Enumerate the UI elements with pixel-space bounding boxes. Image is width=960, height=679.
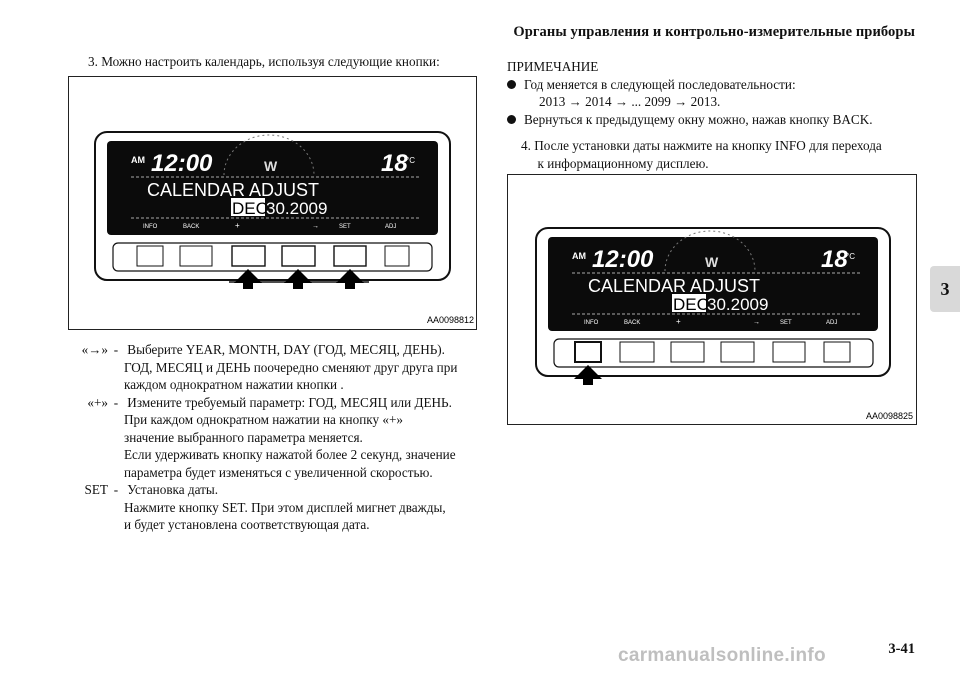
temperature-value: 18 (381, 150, 408, 177)
hw-button-2[interactable] (179, 245, 213, 267)
softkey-label-info: INFO (584, 320, 599, 326)
softkey-label-adj: ADJ (385, 224, 396, 230)
calendar-adjust-title: CALENDAR ADJUST (588, 276, 760, 296)
desc-item-arrow: «→»- Выберите YEAR, MONTH, DAY (ГОД, МЕС… (60, 341, 458, 394)
date-month: DEC (673, 295, 709, 314)
watermark: carmanualsonline.info (618, 645, 826, 666)
hw-button-1[interactable] (136, 245, 164, 267)
date-month: DEC (232, 199, 268, 218)
am-indicator: AM (572, 251, 586, 261)
step-4-line-1: 4. После установки даты нажмите на кнопк… (521, 138, 882, 153)
chapter-tab-number: 3 (940, 278, 950, 299)
hw-button-4[interactable] (720, 341, 755, 363)
date-day-year: 30.2009 (707, 295, 768, 314)
softkey-label-back: BACK (624, 320, 640, 326)
note-bullet-2: Вернуться к предыдущему окну можно, нажа… (507, 111, 882, 129)
step-3-intro: 3. Можно настроить календарь, используя … (88, 54, 440, 69)
arrow-up-icon (336, 269, 364, 289)
bullet-icon (507, 114, 516, 124)
desc-key: SET (84, 482, 108, 497)
note-bullet-1: Год меняется в следующей последовательно… (507, 76, 882, 94)
arrow-up-icon (234, 269, 262, 289)
hw-button-set[interactable] (333, 245, 367, 267)
bullet-icon (507, 79, 516, 89)
date-day-year: 30.2009 (266, 199, 327, 218)
page-header-title: Органы управления и контрольно-измерител… (513, 24, 915, 40)
hw-button-2[interactable] (619, 341, 655, 363)
desc-key: «→» (81, 342, 108, 357)
softkey-label-set: SET (780, 320, 792, 326)
hw-button-6[interactable] (384, 245, 410, 267)
month-highlight (231, 198, 265, 216)
compass-arc (223, 134, 315, 176)
softkey-label-arrow: → (312, 223, 319, 230)
page-number: 3-41 (888, 641, 915, 657)
note-block: ПРИМЕЧАНИЕ Год меняется в следующей посл… (507, 59, 882, 171)
softkey-label-plus: + (676, 317, 681, 326)
desc-item-set: SET- Установка даты. Нажмите кнопку SET.… (60, 481, 457, 534)
hw-button-5[interactable] (772, 341, 806, 363)
button-descriptions: «→»- Выберите YEAR, MONTH, DAY (ГОД, МЕС… (60, 341, 458, 534)
am-indicator: AM (131, 155, 145, 165)
temperature-value: 18 (821, 246, 848, 273)
softkey-label-plus: + (235, 221, 240, 230)
softkey-label-arrow: → (753, 319, 760, 326)
arrow-up-icon (284, 269, 312, 289)
note-title: ПРИМЕЧАНИЕ (507, 59, 599, 74)
calendar-adjust-title: CALENDAR ADJUST (147, 180, 319, 200)
temperature-unit: °C (406, 156, 415, 165)
figure-code-left: AA0098812 (427, 315, 474, 325)
hw-button-plus[interactable] (231, 245, 266, 267)
clock-time: 12:00 (151, 150, 213, 177)
softkey-label-back: BACK (183, 224, 199, 230)
hw-button-6[interactable] (823, 341, 851, 363)
lcd-screen (548, 237, 878, 331)
softkey-label-adj: ADJ (826, 320, 837, 326)
display-panel-illustration-left: AM 12:00 W 18 °C CALENDAR ADJUST DEC 30.… (94, 131, 474, 325)
hw-button-info[interactable] (574, 341, 602, 363)
step-4-line-2: к информационному дисплею. (521, 155, 709, 171)
softkey-label-info: INFO (143, 224, 158, 230)
hw-button-arrow[interactable] (281, 245, 316, 267)
figure-right: AM 12:00 W 18 °C CALENDAR ADJUST DEC 30.… (507, 174, 917, 425)
temperature-unit: °C (846, 252, 855, 261)
desc-item-plus: «+»- Измените требуемый параметр: ГОД, М… (60, 394, 457, 482)
arrow-up-icon (574, 365, 602, 385)
compass-heading: W (264, 158, 278, 174)
display-panel-illustration-right: AM 12:00 W 18 °C CALENDAR ADJUST DEC 30.… (535, 227, 913, 421)
month-highlight (672, 294, 706, 312)
compass-arc (664, 230, 756, 272)
desc-key: «+» (87, 394, 108, 410)
compass-heading: W (705, 254, 719, 270)
figure-code-right: AA0098825 (866, 411, 913, 421)
figure-left: AM 12:00 W 18 °C CALENDAR ADJUST DEC 30.… (68, 76, 477, 330)
chapter-tab: 3 (930, 266, 960, 312)
softkey-label-set: SET (339, 224, 351, 230)
lcd-screen (107, 141, 438, 235)
hw-button-3[interactable] (670, 341, 705, 363)
clock-time: 12:00 (592, 246, 654, 273)
